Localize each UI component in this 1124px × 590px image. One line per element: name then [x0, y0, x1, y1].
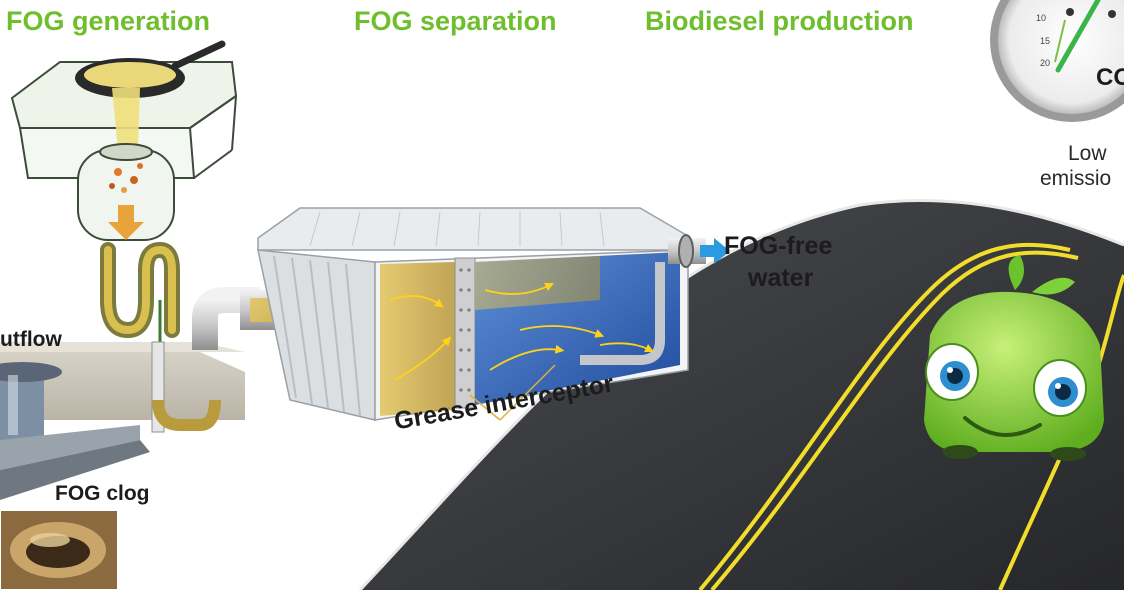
green-car — [924, 255, 1104, 461]
down-arrow — [108, 205, 144, 240]
label-fog-free-line1: FOG-free — [724, 232, 833, 260]
heading-fog-generation: FOG generation — [6, 6, 211, 36]
road — [358, 199, 1124, 590]
label-outflow: utflow — [0, 328, 62, 351]
label-low: Low — [1068, 142, 1107, 165]
fog-free-water-arrow — [700, 238, 730, 264]
ground-slab — [0, 342, 245, 500]
road-center-line — [698, 242, 1071, 590]
food-particles — [109, 163, 143, 193]
sink-illustration — [10, 40, 238, 433]
grease-stream — [112, 88, 140, 150]
heading-fog-separation: FOG separation — [354, 6, 557, 36]
heading-biodiesel-production: Biodiesel production — [645, 6, 914, 36]
car-smile — [963, 416, 1042, 437]
gauge-tick-15: 15 — [1040, 36, 1051, 46]
grease-interceptor-tank — [257, 207, 706, 421]
label-emission: emissio — [1040, 167, 1112, 190]
gauge-co-text: CO — [1096, 64, 1124, 91]
fog-clog-photo — [0, 509, 119, 590]
outflow-drain — [0, 372, 44, 442]
label-fog-free-line2: water — [748, 264, 814, 292]
gauge-tick-20: 20 — [1040, 58, 1051, 68]
grease-chamber — [380, 262, 455, 416]
gauge-tick-10: 10 — [1036, 13, 1047, 23]
flow-arrows — [389, 282, 655, 381]
interceptor-leader-lines — [469, 364, 556, 421]
emission-gauge — [990, 0, 1124, 122]
label-fog-clog: FOG clog — [55, 482, 150, 505]
baffle-plate — [454, 257, 476, 409]
